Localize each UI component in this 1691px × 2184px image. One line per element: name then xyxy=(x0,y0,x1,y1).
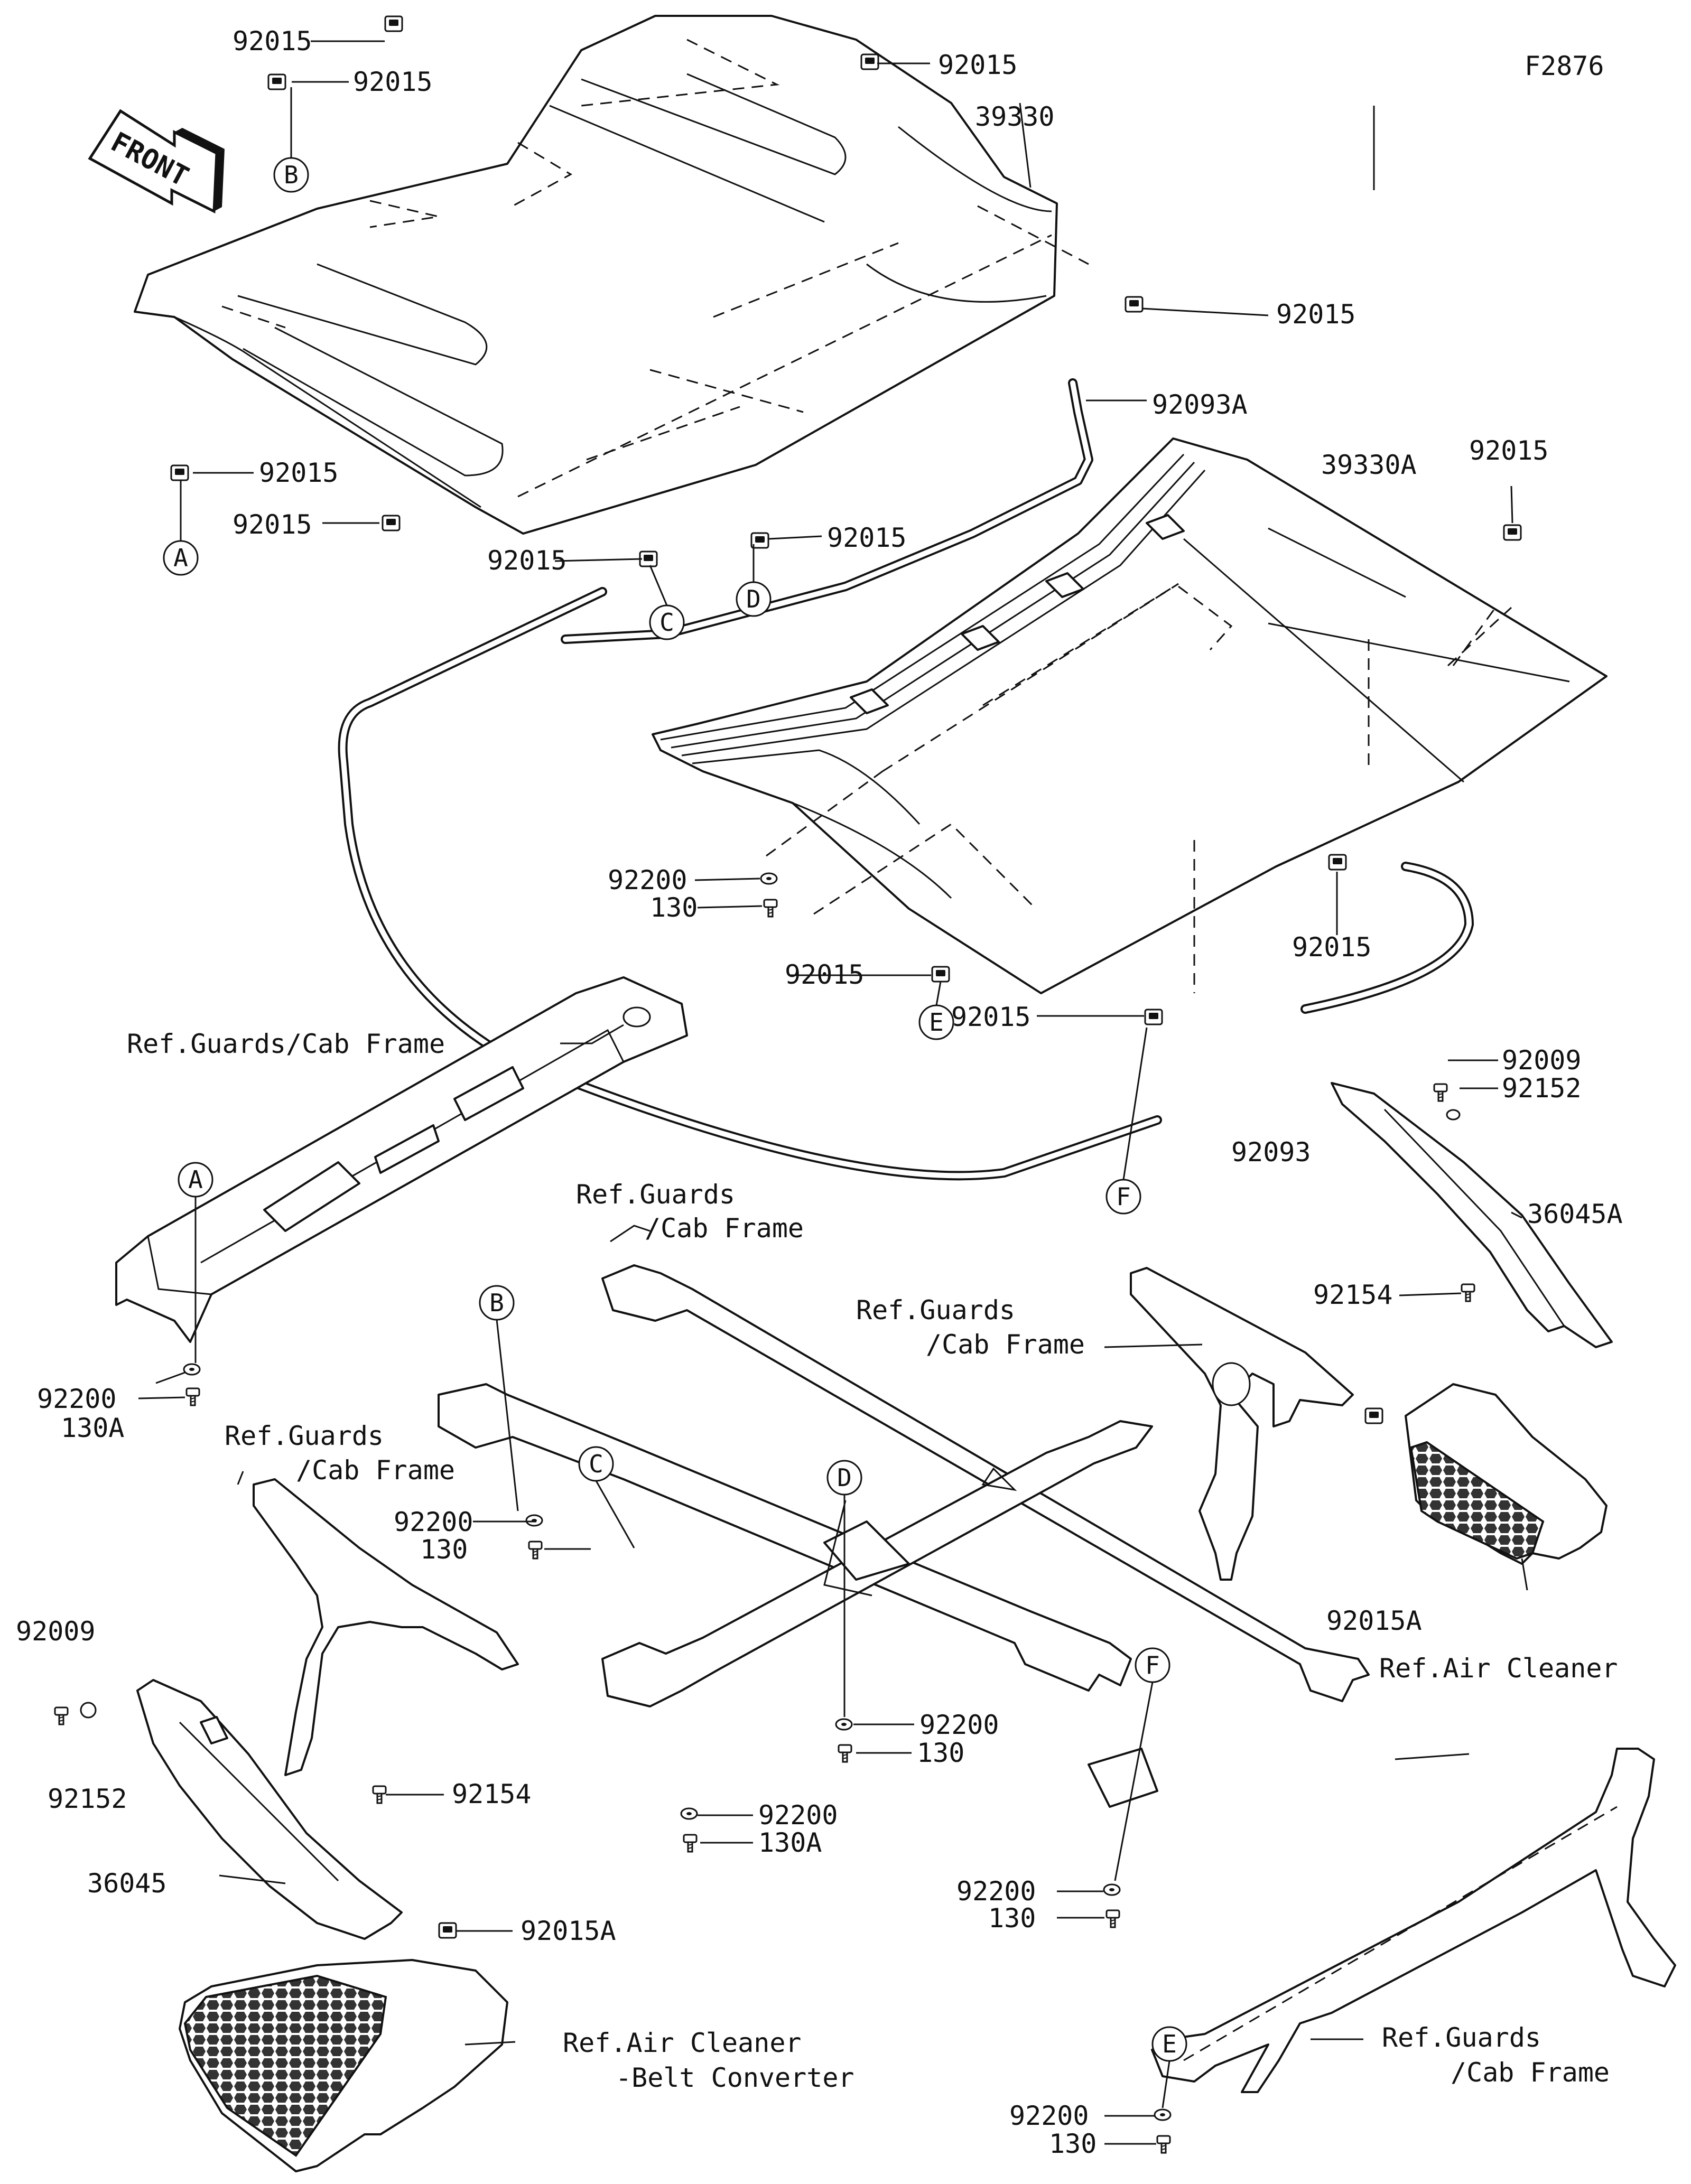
label-92200-2: 92200 xyxy=(37,1384,117,1414)
front-arrow-icon: FRONT xyxy=(88,109,225,213)
label-92009-1: 92009 xyxy=(1502,1045,1582,1076)
reference-circle-B-lower: B xyxy=(479,1285,515,1321)
label-92154-1: 92154 xyxy=(1313,1280,1393,1310)
label-92200-4: 92200 xyxy=(919,1710,999,1740)
cab-frame-left-upright xyxy=(253,1478,519,1776)
ref-guards-center-line1: Ref.Guards xyxy=(576,1179,735,1210)
label-92015-2: 92015 xyxy=(353,67,433,97)
label-92015-7: 92015 xyxy=(233,509,312,540)
figure-code: F2876 xyxy=(1525,51,1604,81)
svg-text:B: B xyxy=(284,161,299,189)
label-92015-12: 92015 xyxy=(1292,932,1372,963)
part-labels: 92015 92015 92015 39330 92015 92093A 393… xyxy=(16,26,1623,2159)
label-92093: 92093 xyxy=(1231,1137,1311,1168)
label-92200-3: 92200 xyxy=(394,1507,473,1537)
label-92152-2: 92152 xyxy=(48,1784,127,1814)
ref-air-cleaner-belt-line2: -Belt Converter xyxy=(616,2062,854,2093)
ref-air-cleaner-belt-line1: Ref.Air Cleaner xyxy=(563,2028,802,2058)
cab-frame-bottom-right xyxy=(1151,1748,1676,2093)
label-92152-1: 92152 xyxy=(1502,1073,1582,1104)
label-92015-8: 92015 xyxy=(487,545,567,576)
svg-text:E: E xyxy=(929,1008,944,1037)
label-92015-9: 92015 xyxy=(827,522,907,553)
label-130A-2: 130A xyxy=(758,1827,822,1858)
label-130A-1: 130A xyxy=(61,1413,124,1443)
label-130-2: 130 xyxy=(420,1534,468,1565)
circle-connectors xyxy=(180,87,1170,2108)
reference-circle-B-upper: B xyxy=(273,157,309,193)
air-cleaner-right xyxy=(1405,1383,1608,1565)
svg-text:C: C xyxy=(589,1450,603,1478)
ref-guards-left-line1: Ref.Guards xyxy=(225,1421,384,1451)
label-92200-6: 92200 xyxy=(956,1876,1036,1907)
label-92015-10: 92015 xyxy=(785,959,865,990)
label-92200-7: 92200 xyxy=(1009,2101,1089,2131)
label-92154-2: 92154 xyxy=(452,1779,532,1809)
label-130-4: 130 xyxy=(988,1903,1036,1934)
air-cleaner-belt-converter xyxy=(179,1959,508,2172)
ref-guards-center-line2: /Cab Frame xyxy=(645,1213,804,1244)
deflector-36045 xyxy=(136,1679,403,1940)
svg-text:A: A xyxy=(188,1165,203,1194)
label-92015-1: 92015 xyxy=(233,26,312,57)
reference-circle-F-lower: F xyxy=(1135,1647,1170,1683)
svg-text:B: B xyxy=(489,1289,504,1317)
reference-circle-C-lower: C xyxy=(578,1446,614,1482)
ref-air-cleaner: Ref.Air Cleaner xyxy=(1379,1653,1618,1684)
svg-text:F: F xyxy=(1145,1651,1160,1679)
deflector-36045A xyxy=(1331,1082,1613,1348)
label-92015A-2: 92015A xyxy=(521,1916,616,1946)
seal-92093A xyxy=(561,378,1093,644)
reference-circle-E-lower: E xyxy=(1151,2026,1187,2062)
reference-circle-F-upper: F xyxy=(1105,1179,1141,1215)
label-92200-5: 92200 xyxy=(758,1800,838,1831)
ref-guards-bottom-line2: /Cab Frame xyxy=(1451,2057,1610,2088)
reference-circle-D-upper: D xyxy=(736,581,772,617)
ref-guards-right-line1: Ref.Guards xyxy=(856,1295,1015,1326)
cab-frame-left-bracket xyxy=(115,976,688,1343)
label-92093A: 92093A xyxy=(1152,389,1248,420)
ref-guards-bottom-line1: Ref.Guards xyxy=(1382,2022,1541,2053)
reference-circle-C-upper: C xyxy=(649,604,685,640)
label-39330A: 39330A xyxy=(1321,450,1417,480)
label-92009-2: 92009 xyxy=(16,1616,96,1647)
svg-text:F: F xyxy=(1116,1182,1131,1211)
label-92015-6: 92015 xyxy=(259,458,339,488)
leader-lines xyxy=(138,40,1528,2145)
label-92200-1: 92200 xyxy=(608,865,687,895)
reference-circle-A-lower: A xyxy=(178,1162,213,1198)
svg-text:E: E xyxy=(1162,2030,1177,2058)
floor-panel-39330A xyxy=(652,437,1608,994)
label-92015-4: 92015 xyxy=(1276,299,1356,330)
cab-frame-right xyxy=(1130,1267,1354,1581)
label-130-1: 130 xyxy=(650,892,698,923)
reference-circle-D-lower: D xyxy=(826,1460,862,1496)
label-39330: 39330 xyxy=(975,101,1055,132)
label-130-3: 130 xyxy=(917,1738,964,1768)
ref-guards-left-line2: /Cab Frame xyxy=(296,1455,455,1486)
ref-guards-right-line2: /Cab Frame xyxy=(926,1329,1085,1360)
label-36045A: 36045A xyxy=(1527,1199,1623,1229)
label-130-5: 130 xyxy=(1049,2129,1097,2159)
svg-text:C: C xyxy=(659,608,674,637)
roof-panel-39330 xyxy=(134,15,1089,535)
label-36045: 36045 xyxy=(87,1868,167,1899)
label-92015A-1: 92015A xyxy=(1326,1606,1422,1636)
svg-text:D: D xyxy=(746,585,761,613)
reference-circle-A-upper: A xyxy=(163,540,199,576)
svg-text:D: D xyxy=(837,1463,852,1492)
label-92015-3: 92015 xyxy=(938,50,1018,80)
reference-labels: Ref.Guards/Cab Frame Ref.Guards /Cab Fra… xyxy=(127,1029,1618,2093)
reference-circle-E-upper: E xyxy=(918,1004,954,1040)
label-92015-5: 92015 xyxy=(1469,435,1549,466)
label-92015-11: 92015 xyxy=(951,1002,1031,1032)
ref-guards-top: Ref.Guards/Cab Frame xyxy=(127,1029,445,1059)
svg-text:A: A xyxy=(173,544,188,572)
seal-92093 xyxy=(338,587,1474,1181)
